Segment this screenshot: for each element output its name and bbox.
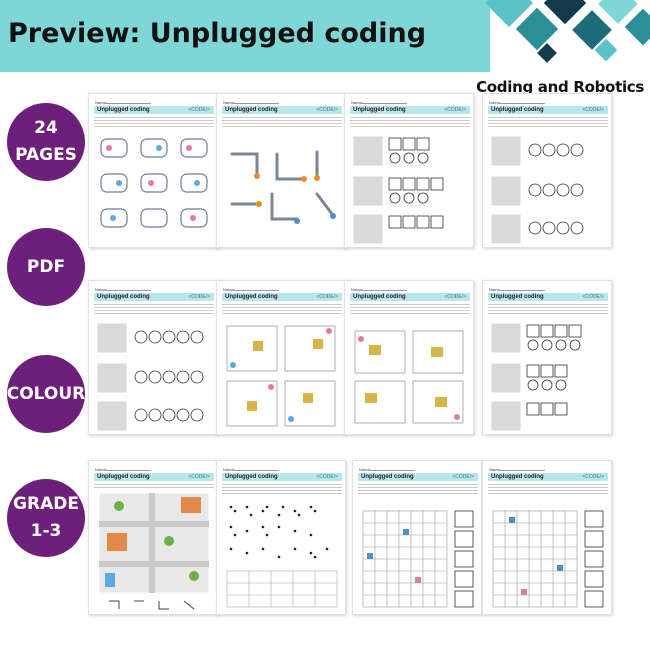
worksheet-header: Unplugged coding<CODE/> <box>94 473 214 481</box>
badge-grade-label: GRADE <box>13 494 79 514</box>
badge-colour-label: COLOUR <box>6 383 86 404</box>
worksheet-header: Unplugged coding<CODE/> <box>350 106 470 114</box>
grid-circle-puzzle <box>96 322 204 432</box>
worksheet-header: Unplugged coding<CODE/> <box>488 473 608 481</box>
decorative-diamond-pattern <box>480 0 650 74</box>
worksheet-preview: Name: Unplugged coding<CODE/> <box>216 93 346 248</box>
badge-pages: 24 PAGES <box>7 103 85 181</box>
badge-colour: COLOUR <box>7 355 85 433</box>
robot-grid-puzzle <box>362 510 474 608</box>
worksheet-preview: Name: Unplugged coding<CODE/> <box>482 93 612 248</box>
worksheet-preview: Name: Unplugged coding<CODE/> <box>344 93 474 248</box>
worksheet-preview: Name: Unplugged coding<CODE/> <box>352 460 482 615</box>
badge-pages-label: PAGES <box>15 145 77 165</box>
worksheet-preview: Name: Unplugged coding<CODE/> <box>88 93 218 248</box>
worksheet-header: Unplugged coding<CODE/> <box>488 293 608 301</box>
worksheet-preview: Name: Unplugged coding<CODE/> <box>88 460 218 615</box>
worksheet-preview: Name: Unplugged coding<CODE/> <box>482 460 612 615</box>
worksheet-header: Unplugged coding<CODE/> <box>222 293 342 301</box>
brand-name: Coding and Robotics <box>476 78 644 96</box>
robot-dog-illustration <box>100 138 208 228</box>
grid-arrow-puzzle <box>352 135 444 245</box>
header-banner: Preview: Unplugged coding <box>0 0 490 72</box>
grid-number-puzzle <box>490 135 584 245</box>
maze-obstacle-puzzle <box>354 330 464 424</box>
worksheet-header: Unplugged coding<CODE/> <box>358 473 478 481</box>
worksheet-preview: Name: Unplugged coding<CODE/> <box>216 460 346 615</box>
grid-arrow-puzzle <box>490 322 582 432</box>
town-map-illustration <box>98 492 210 610</box>
worksheet-header: Unplugged coding<CODE/> <box>94 293 214 301</box>
worksheet-preview: Name: Unplugged coding<CODE/> <box>482 280 612 435</box>
robot-grid-puzzle <box>492 510 604 608</box>
badge-format: PDF <box>7 228 85 306</box>
robot-arm-illustration <box>230 150 336 224</box>
worksheet-preview: Name: Unplugged coding<CODE/> <box>344 280 474 435</box>
badge-format-label: PDF <box>26 256 66 277</box>
braille-code-puzzle <box>226 505 338 608</box>
worksheet-preview: Name: Unplugged coding<CODE/> <box>216 280 346 435</box>
badge-grade: GRADE 1-3 <box>7 479 85 557</box>
badge-pages-count: 24 <box>34 118 58 138</box>
page-title: Preview: Unplugged coding <box>8 18 427 49</box>
maze-obstacle-puzzle <box>226 325 336 427</box>
worksheet-header: Unplugged coding<CODE/> <box>350 293 470 301</box>
worksheet-preview: Name: Unplugged coding<CODE/> <box>88 280 218 435</box>
worksheet-header: Unplugged coding<CODE/> <box>222 473 342 481</box>
worksheet-header: Unplugged coding<CODE/> <box>488 106 608 114</box>
worksheet-header: Unplugged coding<CODE/> <box>94 106 214 114</box>
badge-grade-range: 1-3 <box>30 521 62 541</box>
worksheet-header: Unplugged coding<CODE/> <box>222 106 342 114</box>
